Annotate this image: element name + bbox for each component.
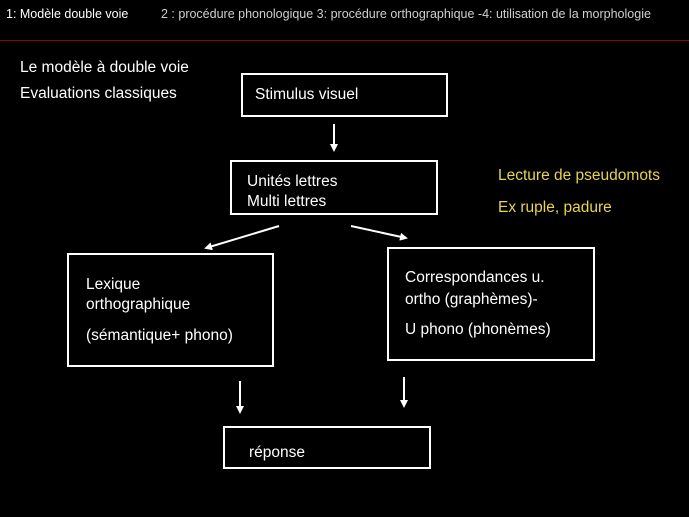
lexicon-line2: orthographique xyxy=(86,296,191,313)
stimulus-box xyxy=(241,73,448,117)
correspondences-line1: Correspondances u. xyxy=(405,269,545,286)
arrow-units-to-lexicon xyxy=(204,225,280,251)
lexicon-box xyxy=(67,253,274,367)
correspondences-box xyxy=(387,247,595,361)
arrow-units-to-correspondences xyxy=(350,225,408,241)
correspondences-line3: U phono (phonèmes) xyxy=(405,321,551,338)
response-box xyxy=(223,426,431,469)
units-line2: Multi lettres xyxy=(247,193,327,210)
correspondences-line2: ortho (graphèmes)- xyxy=(405,291,538,308)
lexicon-line3: (sémantique+ phono) xyxy=(86,327,233,344)
stimulus-label: Stimulus visuel xyxy=(255,86,359,103)
note-line2: Ex ruple, padure xyxy=(498,199,612,216)
response-label: réponse xyxy=(249,444,306,461)
heading-subtitle: Evaluations classiques xyxy=(20,85,177,102)
units-line1: Unités lettres xyxy=(247,173,338,190)
nav-items-rest[interactable]: 2 : procédure phonologique 3: procédure … xyxy=(161,7,651,21)
note-line1: Lecture de pseudomots xyxy=(498,167,660,184)
units-box xyxy=(230,160,438,215)
heading-title: Le modèle à double voie xyxy=(20,59,189,76)
nav-item-double-voie[interactable]: 1: Modèle double voie xyxy=(6,7,129,21)
slide-navigation: 1: Modèle double voie 2 : procédure phon… xyxy=(0,0,689,38)
lexicon-line1: Lexique xyxy=(86,276,141,293)
header-divider xyxy=(0,40,689,41)
